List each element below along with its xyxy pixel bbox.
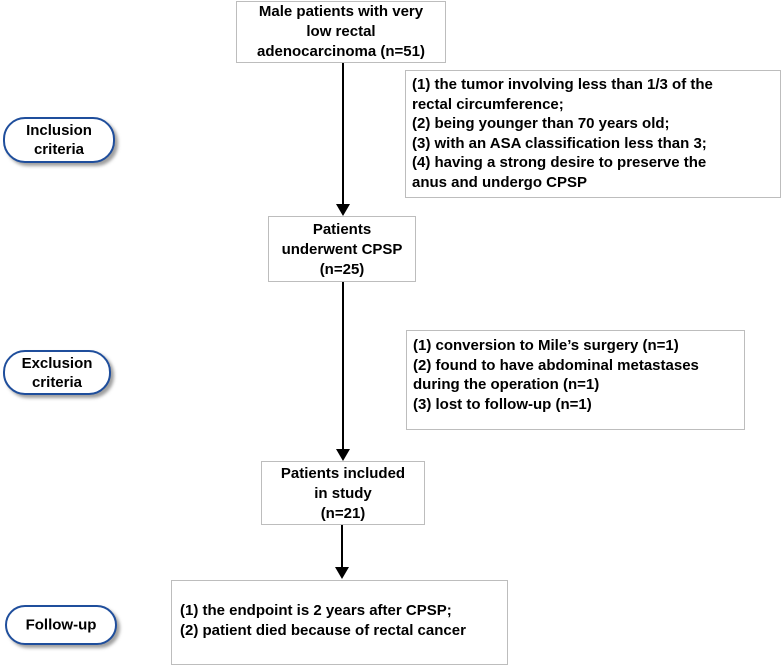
- inclusion-criteria-label: Inclusion criteria: [3, 117, 115, 163]
- included-line-1: Patients included: [280, 465, 406, 482]
- followup-list: (1) the endpoint is 2 years after CPSP; …: [171, 580, 508, 665]
- inclusion-item-1-cont: rectal circumference;: [412, 95, 564, 113]
- start-line-3: adenocarcinoma (n=51): [257, 43, 425, 60]
- arrow-underwent-to-included-head: [336, 449, 350, 461]
- inclusion-criteria-list: (1) the tumor involving less than 1/3 of…: [405, 70, 781, 198]
- exclusion-criteria-list: (1) conversion to Mile’s surgery (n=1) (…: [406, 330, 745, 430]
- followup-label-line-1: Follow-up: [25, 616, 97, 634]
- followup-item-2: (2) patient died because of rectal cance…: [180, 621, 466, 639]
- inclusion-item-2: (2) being younger than 70 years old;: [412, 115, 670, 132]
- exclusion-label-line-1: Exclusion: [21, 354, 93, 372]
- exclusion-criteria-label: Exclusion criteria: [3, 350, 111, 395]
- exclusion-item-1: (1) conversion to Mile’s surgery (n=1): [413, 337, 679, 354]
- inclusion-item-4: (4) having a strong desire to preserve t…: [412, 154, 707, 171]
- underwent-line-2: underwent CPSP: [281, 241, 403, 258]
- inclusion-item-1: (1) the tumor involving less than 1/3 of…: [412, 76, 713, 93]
- inclusion-item-3: (3) with an ASA classification less than…: [412, 134, 707, 152]
- arrow-included-to-followup-line: [341, 525, 343, 568]
- start-line-1: Male patients with very: [258, 3, 424, 20]
- included-line-3: (n=21): [320, 505, 366, 522]
- underwent-box: Patients underwent CPSP (n=25): [268, 216, 416, 282]
- included-line-2: in study: [314, 485, 372, 502]
- start-line-2: low rectal: [306, 23, 376, 40]
- underwent-line-1: Patients: [312, 221, 372, 238]
- arrow-underwent-to-included-line: [342, 282, 344, 450]
- exclusion-label-line-2: criteria: [31, 373, 83, 391]
- followup-item-1: (1) the endpoint is 2 years after CPSP;: [180, 602, 452, 619]
- underwent-line-3: (n=25): [319, 261, 365, 278]
- arrow-start-to-underwent-line: [342, 63, 344, 205]
- arrow-start-to-underwent-head: [336, 204, 350, 216]
- included-box: Patients included in study (n=21): [261, 461, 425, 525]
- start-box: Male patients with very low rectal adeno…: [236, 1, 446, 63]
- exclusion-item-2: (2) found to have abdominal metastases: [413, 356, 699, 374]
- inclusion-item-4-cont: anus and undergo CPSP: [412, 173, 588, 191]
- inclusion-label-line-1: Inclusion: [26, 122, 92, 139]
- exclusion-item-2-cont: during the operation (n=1): [413, 376, 600, 393]
- arrow-included-to-followup-head: [335, 567, 349, 579]
- followup-label: Follow-up: [5, 605, 117, 645]
- inclusion-label-line-2: criteria: [33, 141, 85, 158]
- exclusion-item-3: (3) lost to follow-up (n=1): [413, 395, 592, 413]
